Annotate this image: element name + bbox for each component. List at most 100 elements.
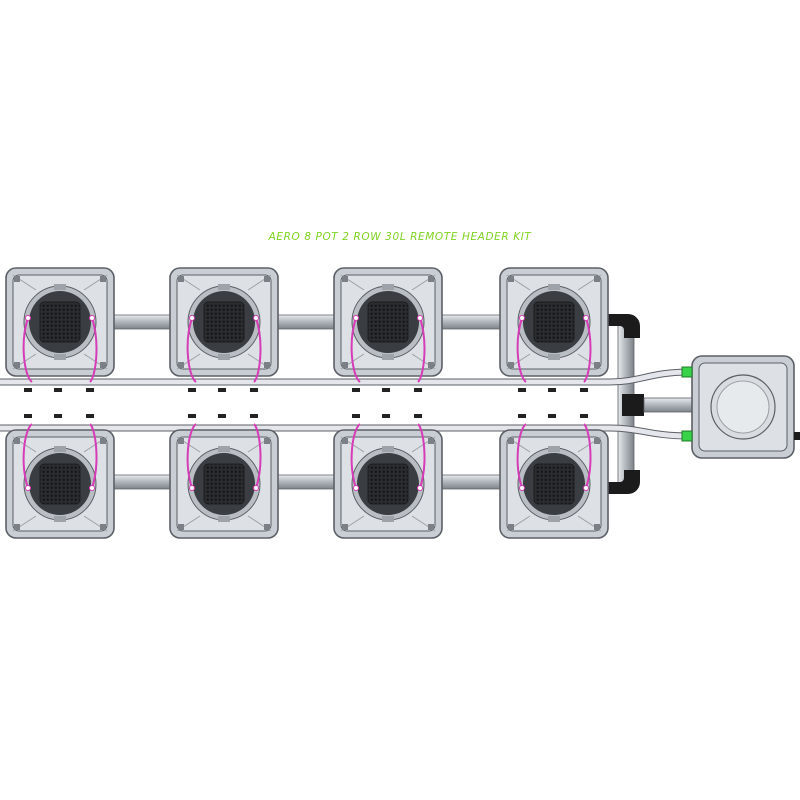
pot-corner-tab bbox=[14, 362, 20, 368]
tee-fitting bbox=[622, 394, 644, 416]
pot bbox=[333, 414, 443, 539]
hose-clip bbox=[352, 388, 360, 392]
hose-clip bbox=[218, 414, 226, 418]
pot-corner-tab bbox=[264, 276, 270, 282]
hose-fitting-top bbox=[681, 366, 693, 378]
pot-corner-tab bbox=[342, 276, 348, 282]
inter-pot-pipe bbox=[273, 474, 339, 490]
hose-clip bbox=[382, 414, 390, 418]
pot-corner-tab bbox=[508, 438, 514, 444]
pot-corner-tab bbox=[342, 362, 348, 368]
dripper-left bbox=[353, 485, 359, 491]
dripper-right bbox=[417, 315, 423, 321]
pot bbox=[499, 414, 609, 539]
hose-clip bbox=[24, 414, 32, 418]
hose-clip bbox=[54, 388, 62, 392]
lid-tab bbox=[218, 354, 230, 360]
lid-tab bbox=[54, 284, 66, 290]
lid-tab bbox=[54, 354, 66, 360]
drip-line-left bbox=[516, 317, 527, 383]
hose-clip bbox=[188, 388, 196, 392]
feed-hose-top bbox=[0, 369, 693, 385]
net-pot-mesh bbox=[367, 301, 409, 343]
connecting-pipes bbox=[109, 314, 697, 494]
pot-corner-tab bbox=[100, 362, 106, 368]
pot-corner-tab bbox=[508, 362, 514, 368]
drip-line-left bbox=[186, 317, 197, 383]
pot-corner-tab bbox=[14, 276, 20, 282]
lid-tab bbox=[54, 446, 66, 452]
dripper-right bbox=[583, 315, 589, 321]
dripper-left bbox=[353, 315, 359, 321]
pot-corner-tab bbox=[508, 524, 514, 530]
hose-clip bbox=[86, 388, 94, 392]
pot bbox=[333, 267, 443, 392]
hose-clip bbox=[382, 388, 390, 392]
inter-pot-pipe bbox=[437, 474, 505, 490]
hose-clip bbox=[218, 388, 226, 392]
hose-clip bbox=[414, 388, 422, 392]
pot-corner-tab bbox=[178, 276, 184, 282]
net-pot-mesh bbox=[39, 463, 81, 505]
hose-clip bbox=[580, 414, 588, 418]
pot-corner-tab bbox=[428, 438, 434, 444]
pot-corner-tab bbox=[14, 524, 20, 530]
dripper-left bbox=[519, 485, 525, 491]
pot-corner-tab bbox=[428, 362, 434, 368]
pot bbox=[169, 414, 279, 539]
diagram-title: AERO 8 POT 2 ROW 30L REMOTE HEADER KIT bbox=[268, 231, 533, 243]
dripper-right bbox=[253, 485, 259, 491]
lid-tab bbox=[54, 516, 66, 522]
drip-line-right bbox=[583, 423, 592, 489]
lid-tab bbox=[382, 516, 394, 522]
header-link-pipe bbox=[643, 397, 697, 413]
drip-line-right bbox=[253, 317, 262, 383]
hose-clip bbox=[250, 388, 258, 392]
drip-line-right bbox=[417, 317, 426, 383]
lid-tab bbox=[218, 516, 230, 522]
pot-corner-tab bbox=[264, 524, 270, 530]
drain-spigot bbox=[794, 432, 800, 440]
hose-clip bbox=[86, 414, 94, 418]
hose-clip bbox=[580, 388, 588, 392]
dripper-right bbox=[89, 485, 95, 491]
net-pot-mesh bbox=[533, 301, 575, 343]
lid-tab bbox=[382, 446, 394, 452]
hose-clip bbox=[188, 414, 196, 418]
pot-corner-tab bbox=[342, 438, 348, 444]
header-tank bbox=[681, 355, 800, 459]
net-pot-mesh bbox=[203, 463, 245, 505]
drip-line-left bbox=[186, 423, 197, 489]
pot-corner-tab bbox=[100, 524, 106, 530]
lid-tab bbox=[548, 516, 560, 522]
inter-pot-pipe bbox=[109, 474, 175, 490]
pot bbox=[499, 267, 609, 392]
drip-line-right bbox=[89, 423, 98, 489]
inter-pot-pipe bbox=[273, 314, 339, 330]
drip-line-left bbox=[516, 423, 527, 489]
net-pot-mesh bbox=[203, 301, 245, 343]
inter-pot-pipe bbox=[437, 314, 505, 330]
drip-line-left bbox=[350, 423, 361, 489]
dripper-left bbox=[519, 315, 525, 321]
lid-tab bbox=[548, 354, 560, 360]
dripper-right bbox=[417, 485, 423, 491]
hose-clip bbox=[548, 388, 556, 392]
pot-corner-tab bbox=[178, 362, 184, 368]
feed-hose-bottom bbox=[0, 425, 693, 439]
dripper-left bbox=[25, 315, 31, 321]
pot-corner-tab bbox=[264, 362, 270, 368]
net-pot-mesh bbox=[39, 301, 81, 343]
drip-line-right bbox=[89, 317, 98, 383]
lid-tab bbox=[218, 446, 230, 452]
hose-fitting-bottom bbox=[681, 430, 693, 442]
hose-clip bbox=[518, 414, 526, 418]
hose-clip bbox=[250, 414, 258, 418]
inter-pot-pipe bbox=[109, 314, 175, 330]
feed-hoses bbox=[0, 368, 694, 440]
net-pot-mesh bbox=[367, 463, 409, 505]
dripper-right bbox=[89, 315, 95, 321]
pot-corner-tab bbox=[594, 524, 600, 530]
lid-tab bbox=[218, 284, 230, 290]
dripper-left bbox=[189, 315, 195, 321]
